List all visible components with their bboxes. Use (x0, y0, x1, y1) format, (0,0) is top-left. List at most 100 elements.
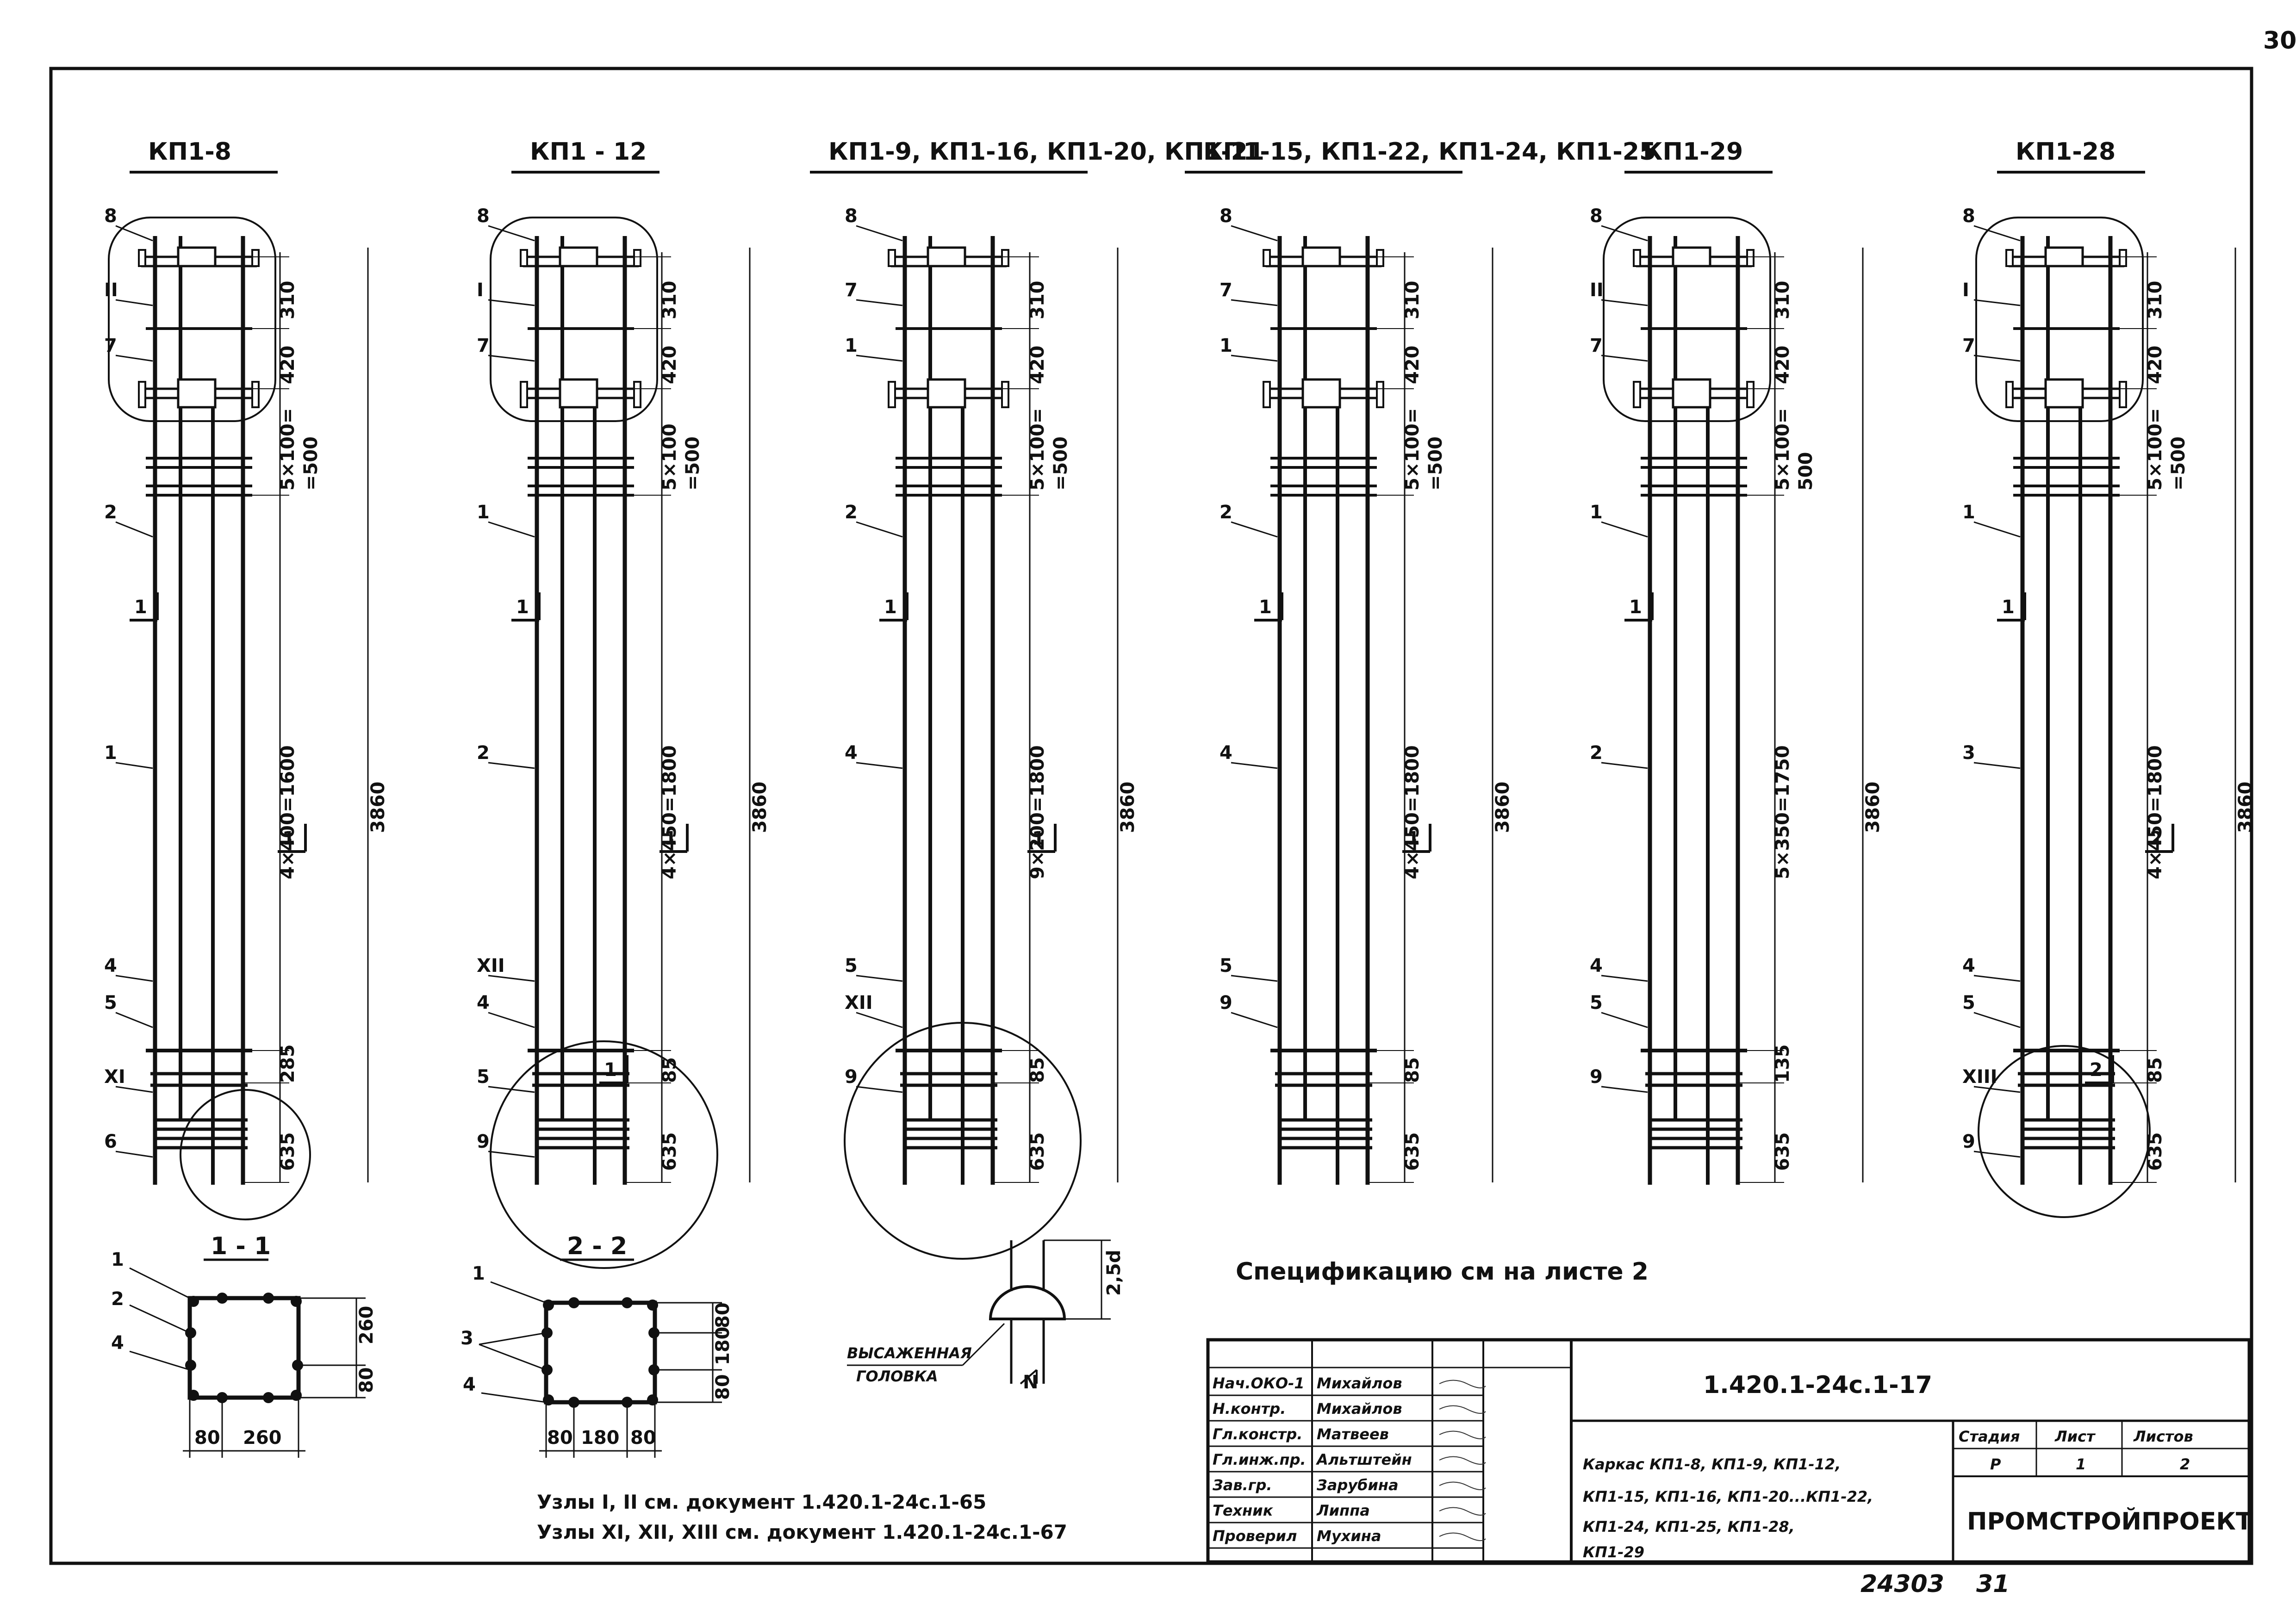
callout-8: 8 (1590, 205, 1603, 227)
callout-4: 4 (1590, 955, 1603, 976)
dim-420: 420 (1772, 346, 1793, 385)
section-mark: 2 (2090, 1059, 2103, 1081)
callout-9: 9 (477, 1131, 490, 1152)
callout-5: 5 (104, 992, 117, 1014)
role-label: Гл.инж.пр. (1213, 1451, 1306, 1468)
callout-1: 1 (1962, 502, 1975, 523)
dim-3860: 3860 (1117, 782, 1139, 833)
sec11-dim-80v: 80 (356, 1367, 377, 1393)
sec11-dim-80h: 80 (194, 1427, 220, 1449)
callout-9: 9 (1590, 1066, 1603, 1088)
callout-1: 1 (1590, 502, 1603, 523)
section-1-1: 1 - 1 1 2 4 260 80 80 260 (111, 1232, 377, 1458)
detail-label-line1: ВЫСАЖЕННАЯ (847, 1344, 972, 1362)
dim-step-top-total: =500 (682, 436, 703, 491)
sec11-dim-260v: 260 (356, 1306, 377, 1345)
corner-page-number: 30 (2263, 27, 2296, 55)
description-line-1: Каркас КП1-8, КП1-9, КП1-12, (1583, 1455, 1841, 1473)
dim-310: 310 (1772, 281, 1793, 320)
section-2-2-title: 2 - 2 (567, 1232, 627, 1260)
callout-9: 9 (1962, 1131, 1975, 1152)
callout-8: 8 (845, 205, 858, 227)
dim-310: 310 (659, 281, 680, 320)
callout-9: 9 (1220, 992, 1232, 1014)
description-line-4: КП1-29 (1583, 1543, 1644, 1561)
dim-step-top-total: 500 (1795, 452, 1817, 491)
callout-I: I (477, 280, 484, 301)
sec22-callout-4: 4 (463, 1374, 476, 1395)
cage-column-2: КП1 - 123104205×100=5004×450=18008563538… (477, 138, 771, 1269)
dim-635: 635 (659, 1132, 680, 1171)
dim-bottom-gap: 85 (1402, 1057, 1423, 1083)
dim-310: 310 (1027, 281, 1048, 320)
role-label: Техник (1213, 1502, 1274, 1519)
dim-420: 420 (659, 346, 680, 385)
callout-7: 7 (845, 280, 858, 301)
dim-420: 420 (1027, 346, 1048, 385)
dim-step-top: 5×100= (1027, 408, 1048, 491)
dim-step-top: 5×100= (1772, 408, 1793, 491)
role-name: Михайлов (1317, 1374, 1402, 1392)
callout-XII: XII (477, 955, 505, 976)
dim-420: 420 (2145, 346, 2166, 385)
doc-code: 1.420.1-24с.1-17 (1703, 1371, 1932, 1399)
dim-main-spacing: 4×450=1800 (659, 745, 680, 879)
callout-XIII: XIII (1962, 1066, 1997, 1088)
upset-head-detail: N 2,5d ВЫСАЖЕННАЯ ГОЛОВКА (847, 1239, 1125, 1393)
spec-note: Спецификацию см на листе 2 (1236, 1258, 1649, 1286)
dim-420: 420 (277, 346, 299, 385)
dim-main-spacing: 4×450=1800 (2145, 745, 2166, 879)
dim-310: 310 (1402, 281, 1423, 320)
dim-635: 635 (1027, 1132, 1048, 1171)
reference-note-nodes-1-2: Узлы I, II см. документ 1.420.1-24с.1-65 (537, 1491, 986, 1513)
callout-2: 2 (104, 502, 117, 523)
role-name: Михайлов (1317, 1400, 1402, 1418)
callout-1: 1 (477, 502, 490, 523)
dim-635: 635 (2145, 1132, 2166, 1171)
sec11-dim-260h: 260 (243, 1427, 282, 1449)
role-name: Мухина (1317, 1527, 1381, 1545)
cage-column-3: КП1-9, КП1-16, КП1-20, КП1-21 310 420 5×100… (810, 138, 1264, 1260)
callout-II: II (1590, 280, 1604, 301)
column-title: КП1-9, КП1-16, КП1-20, КП1-21 (828, 138, 1264, 166)
dim-step-top: 5×100= (1402, 408, 1423, 491)
dim-main-spacing: 9×200=1800 (1027, 745, 1048, 879)
callout-7: 7 (1220, 280, 1232, 301)
dim-step-top-total: =500 (2168, 436, 2189, 491)
dim-635: 635 (1772, 1132, 1793, 1171)
role-label: Нач.ОКО-1 (1213, 1374, 1305, 1392)
sec22-dim-180h: 180 (581, 1427, 620, 1449)
section-mark: 1 (134, 597, 147, 618)
section-mark: 1 (1259, 597, 1272, 618)
role-label: Н.контр. (1213, 1400, 1286, 1418)
column-title: КП1-29 (1643, 138, 1743, 166)
cage-column-5: КП1-293104205×100=5005×350=1750135635386… (1590, 138, 1884, 1185)
sec22-dim-80h-right: 80 (630, 1427, 656, 1449)
dim-step-top: 5×100= (277, 408, 299, 491)
role-label: Проверил (1213, 1527, 1297, 1545)
callout-4: 4 (104, 955, 117, 976)
sec11-callout-4: 4 (111, 1332, 124, 1354)
dim-bottom-gap: 85 (1027, 1057, 1048, 1083)
callout-5: 5 (845, 955, 858, 976)
column-title: КП1-15, КП1-22, КП1-24, КП1-25 (1203, 138, 1656, 166)
cage-column-4: КП1-15, КП1-22, КП1-24, КП1-253104205×10… (1185, 138, 1656, 1185)
cage-elevations: КП1-83104205×100==5004×400=1600285635386… (104, 138, 2256, 1269)
callout-5: 5 (1962, 992, 1975, 1014)
dim-3860: 3860 (367, 782, 389, 833)
callout-5: 5 (1220, 955, 1232, 976)
callout-4: 4 (845, 742, 858, 764)
organization: ПРОМСТРОЙПРОЕКТ (1967, 1507, 2252, 1536)
sheets-value: 2 (2180, 1455, 2190, 1473)
dim-635: 635 (1402, 1132, 1423, 1171)
sheet-value: 1 (2076, 1455, 2086, 1473)
stage-value: Р (1990, 1455, 2001, 1473)
section-mark: 1 (1407, 828, 1420, 849)
dim-main-spacing: 4×400=1600 (277, 745, 299, 879)
role-name: Матвеев (1317, 1425, 1389, 1443)
sec22-dim-80v-top: 80 (712, 1302, 734, 1328)
callout-7: 7 (477, 335, 490, 356)
dim-310: 310 (2145, 281, 2166, 320)
